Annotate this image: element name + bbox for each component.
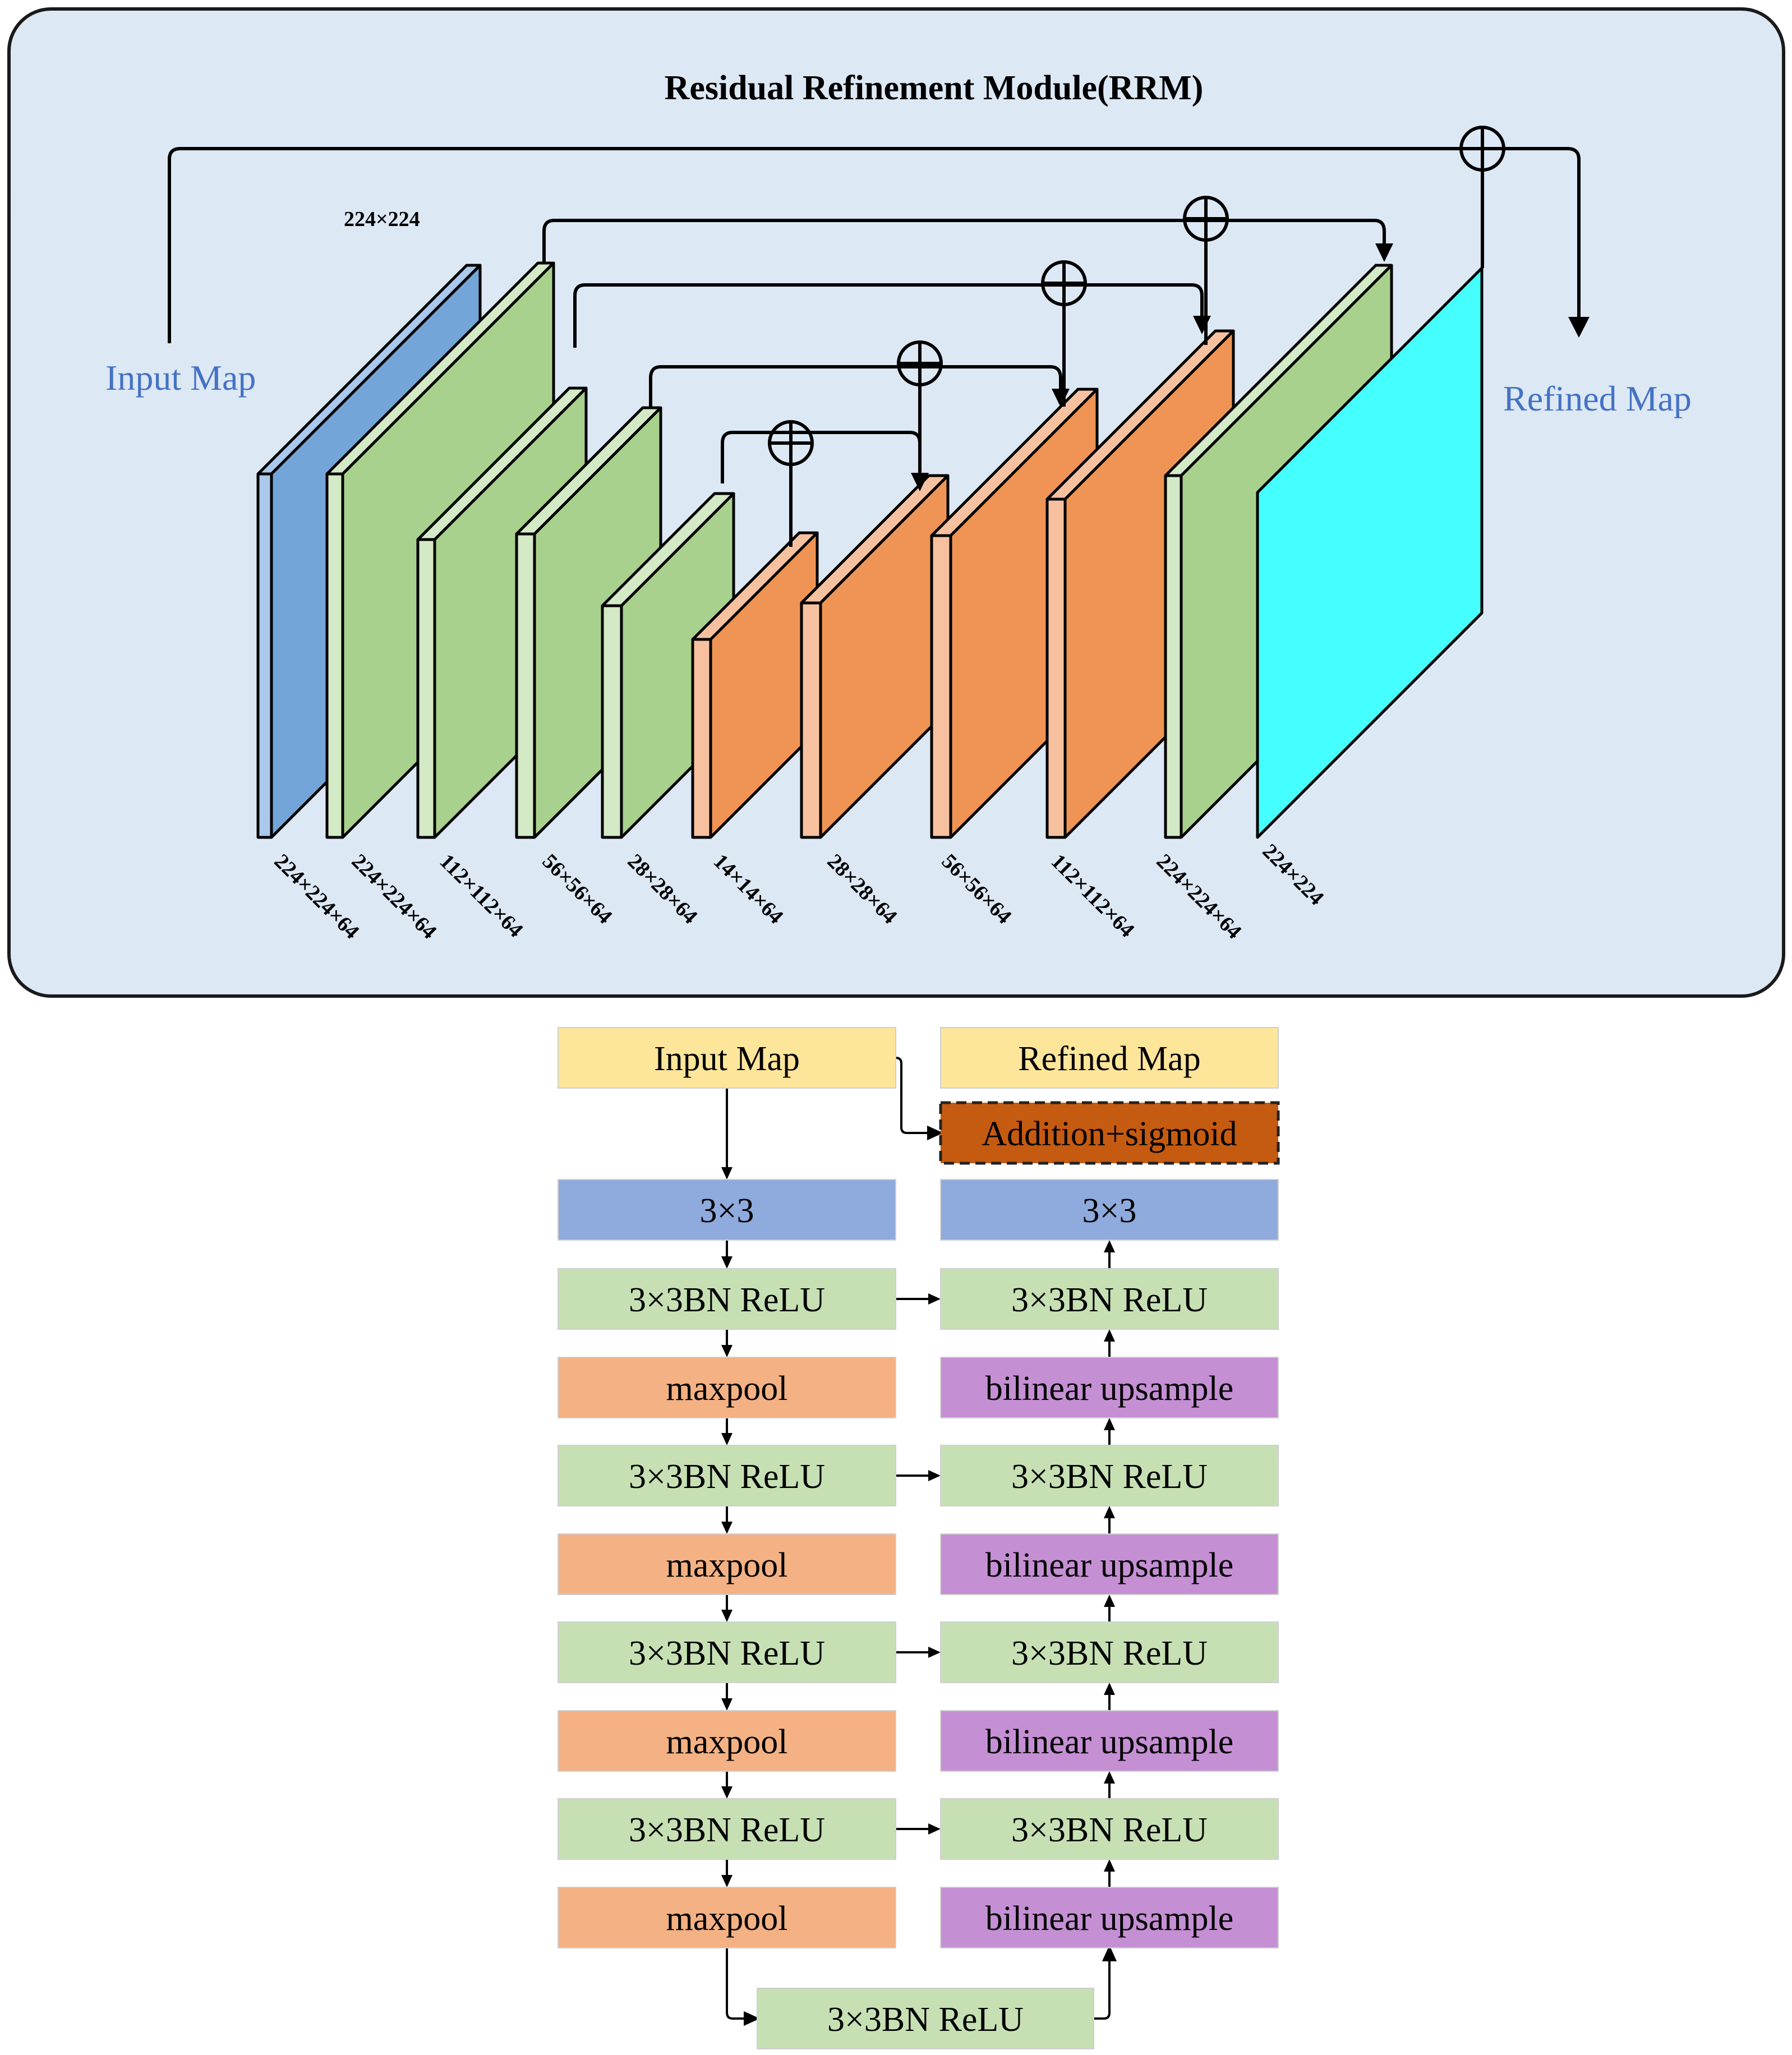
layer-encoder-4 bbox=[515, 406, 662, 839]
layer-front-face bbox=[416, 538, 436, 839]
panel-title: Residual Refinement Module(RRM) bbox=[665, 69, 1204, 107]
flow-encoder-pool-7: maxpool bbox=[558, 1710, 896, 1772]
skip-line-4 bbox=[542, 219, 1386, 285]
flow-decoder-bnrelu-6: 3×3BN ReLU bbox=[940, 1621, 1279, 1683]
input-map-label: Input Map bbox=[105, 358, 256, 398]
flow-bottleneck-label: 3×3BN ReLU bbox=[827, 2001, 1024, 2039]
flow-decoder-conv-1-label: 3×3 bbox=[1082, 1192, 1137, 1230]
layer-front-face bbox=[1164, 474, 1183, 839]
flow-encoder-bnrelu-8-label: 3×3BN ReLU bbox=[629, 1811, 825, 1849]
adder-icon-2 bbox=[897, 340, 943, 386]
flow-decoder-upsample-3: bilinear upsample bbox=[940, 1357, 1279, 1418]
flow-decoder-upsample-7-label: bilinear upsample bbox=[985, 1723, 1233, 1761]
flow-encoder-bnrelu-2: 3×3BN ReLU bbox=[558, 1268, 896, 1330]
layer-front-face bbox=[691, 638, 712, 839]
flow-encoder-pool-3: maxpool bbox=[558, 1357, 896, 1418]
flow-encoder-bnrelu-8: 3×3BN ReLU bbox=[558, 1798, 896, 1860]
flow-encoder-conv-1-label: 3×3 bbox=[700, 1192, 754, 1230]
rrm-3d-panel: Residual Refinement Module(RRM) Input Ma… bbox=[7, 7, 1785, 998]
flow-refined-map: Refined Map bbox=[940, 1027, 1279, 1089]
skip-arrowhead-4 bbox=[1375, 243, 1393, 262]
flow-decoder-upsample-5-label: bilinear upsample bbox=[985, 1546, 1233, 1584]
skip-line-3 bbox=[573, 283, 1204, 348]
flow-decoder-upsample-3-label: bilinear upsample bbox=[985, 1370, 1233, 1408]
flow-encoder-bnrelu-2-label: 3×3BN ReLU bbox=[629, 1281, 825, 1319]
flow-decoder-bnrelu-6-label: 3×3BN ReLU bbox=[1011, 1634, 1208, 1672]
adder-icon-3 bbox=[1041, 260, 1087, 306]
top-size-label: 224×224 bbox=[344, 208, 420, 231]
flow-addition-sigmoid-label: Addition+sigmoid bbox=[982, 1115, 1237, 1153]
adder-icon-4 bbox=[1183, 196, 1229, 242]
layer-side-face bbox=[1256, 266, 1484, 839]
flow-encoder-pool-5-label: maxpool bbox=[666, 1546, 788, 1584]
flow-decoder-conv-1: 3×3 bbox=[940, 1179, 1279, 1241]
skip-arrowhead-3 bbox=[1193, 316, 1211, 334]
flow-encoder-pool-3-label: maxpool bbox=[666, 1370, 788, 1408]
adder-icon-5 bbox=[1459, 126, 1505, 172]
skip-arrowhead-1 bbox=[911, 473, 929, 491]
flow-encoder-bnrelu-6-label: 3×3BN ReLU bbox=[629, 1634, 825, 1672]
flow-decoder-bnrelu-2: 3×3BN ReLU bbox=[940, 1268, 1279, 1330]
flow-decoder-upsample-5: bilinear upsample bbox=[940, 1533, 1279, 1595]
flow-encoder-pool-5: maxpool bbox=[558, 1533, 896, 1595]
adder-icon-1 bbox=[768, 420, 814, 466]
flow-decoder-upsample-9-label: bilinear upsample bbox=[985, 1900, 1233, 1938]
layer-front-face bbox=[325, 472, 344, 839]
layer-encoder-5 bbox=[601, 492, 735, 839]
flow-encoder-bnrelu-4: 3×3BN ReLU bbox=[558, 1445, 896, 1506]
residual-line bbox=[168, 147, 1581, 343]
refined-map-label: Refined Map bbox=[1503, 379, 1692, 418]
flow-encoder-bnrelu-6: 3×3BN ReLU bbox=[558, 1621, 896, 1683]
layer-front-face bbox=[800, 601, 822, 839]
flow-encoder-pool-9: maxpool bbox=[558, 1887, 896, 1948]
flow-decoder-bnrelu-8-label: 3×3BN ReLU bbox=[1011, 1811, 1208, 1849]
flow-decoder-bnrelu-2-label: 3×3BN ReLU bbox=[1011, 1281, 1208, 1319]
flow-bottleneck: 3×3BN ReLU bbox=[757, 1988, 1094, 2049]
skip-line-2 bbox=[649, 365, 1062, 408]
flow-decoder-bnrelu-4-label: 3×3BN ReLU bbox=[1011, 1458, 1208, 1496]
layer-front-face bbox=[1045, 497, 1067, 839]
flow-decoder-upsample-9: bilinear upsample bbox=[940, 1887, 1279, 1948]
flow-input-map-label: Input Map bbox=[654, 1040, 800, 1078]
flow-decoder-bnrelu-4: 3×3BN ReLU bbox=[940, 1445, 1279, 1506]
flow-input-map: Input Map bbox=[558, 1027, 896, 1089]
layer-front-face bbox=[515, 532, 536, 839]
flow-addition-sigmoid: Addition+sigmoid bbox=[939, 1101, 1280, 1165]
flow-encoder-conv-1: 3×3 bbox=[558, 1179, 896, 1241]
layer-front-face bbox=[256, 472, 273, 839]
flow-decoder-upsample-7: bilinear upsample bbox=[940, 1710, 1279, 1772]
flow-decoder-bnrelu-8: 3×3BN ReLU bbox=[940, 1798, 1279, 1860]
flow-encoder-pool-9-label: maxpool bbox=[666, 1900, 788, 1938]
layer-front-face bbox=[930, 534, 952, 839]
flow-encoder-pool-7-label: maxpool bbox=[666, 1723, 788, 1761]
skip-arrowhead-2 bbox=[1052, 389, 1070, 407]
flow-refined-map-label: Refined Map bbox=[1018, 1040, 1200, 1078]
flow-encoder-bnrelu-4-label: 3×3BN ReLU bbox=[629, 1458, 825, 1496]
residual-arrowhead bbox=[1568, 317, 1590, 338]
layer-front-face bbox=[601, 604, 623, 839]
layer-output-11 bbox=[1256, 266, 1484, 839]
layer-bridge-6 bbox=[691, 531, 819, 839]
